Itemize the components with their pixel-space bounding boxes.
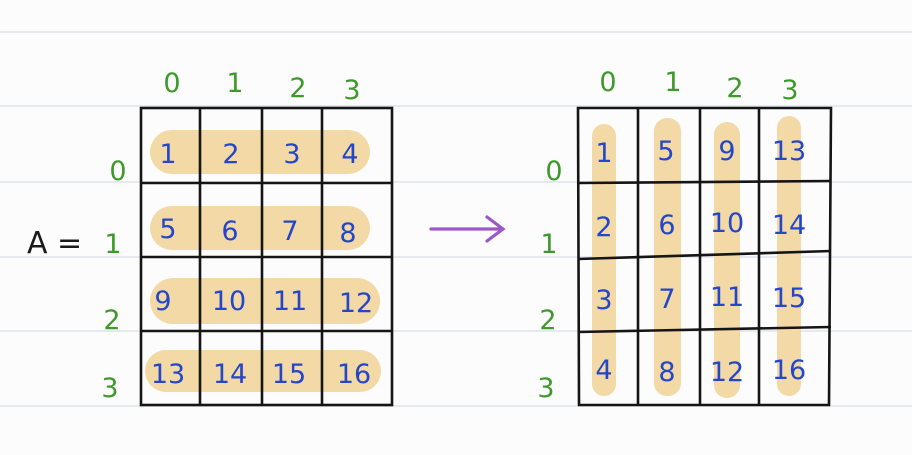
matrix-cell: 10 [212, 286, 246, 317]
row-index: 2 [539, 305, 556, 336]
grid-row-line [577, 179, 832, 185]
matrix-cell: 6 [221, 216, 238, 247]
arrow-head [485, 215, 506, 243]
transpose-arrow [429, 215, 506, 243]
matrix-cell: 6 [658, 210, 675, 241]
column-highlight [592, 124, 616, 396]
left-column-indices: 0 1 2 3 [163, 68, 360, 106]
matrix-label: A = [27, 226, 82, 261]
row-index: 0 [545, 156, 562, 187]
matrix-cell: 12 [339, 288, 373, 319]
matrix-cell: 7 [281, 216, 298, 247]
left-row-indices: 0 1 2 3 [101, 156, 126, 404]
row-highlight [150, 130, 370, 174]
matrix-cell: 2 [595, 212, 612, 243]
right-grid [576, 106, 833, 407]
matrix-cell: 8 [658, 357, 675, 388]
column-index: 1 [226, 68, 243, 99]
matrix-cell: 10 [710, 208, 744, 239]
grid-row-line [577, 249, 832, 261]
row-index: 1 [104, 229, 121, 260]
column-index: 1 [664, 67, 681, 98]
row-index: 3 [101, 373, 118, 404]
matrix-cell: 1 [159, 139, 176, 170]
right-row-indices: 0 1 2 3 [537, 156, 562, 404]
row-index: 1 [540, 229, 557, 260]
matrix-cell: 3 [595, 285, 612, 316]
row-index: 0 [109, 156, 126, 187]
matrix-cell: 4 [341, 139, 358, 170]
left-cells: 1 2 3 4 5 6 7 8 9 10 11 12 13 14 15 16 [151, 139, 373, 390]
matrix-cell: 12 [710, 357, 744, 388]
row-highlight [150, 206, 370, 250]
grid-row-line [577, 325, 832, 334]
column-index: 3 [343, 75, 360, 106]
matrix-cell: 16 [337, 359, 371, 390]
matrix-cell: 11 [710, 282, 744, 313]
matrix-cell: 5 [657, 136, 674, 167]
matrix-cell: 2 [222, 139, 239, 170]
matrix-cell: 14 [772, 210, 806, 241]
right-cells: 1 5 9 13 2 6 10 14 3 7 11 15 4 8 12 16 [595, 136, 806, 388]
matrix-cell: 9 [718, 136, 735, 167]
left-matrix: 0 1 2 3 0 1 2 3 1 2 3 4 5 6 7 8 9 [101, 68, 394, 407]
right-column-indices: 0 1 2 3 [599, 67, 798, 106]
matrix-cell: 5 [159, 214, 176, 245]
column-index: 3 [781, 75, 798, 106]
column-index: 2 [726, 73, 743, 104]
column-index: 2 [289, 73, 306, 104]
matrix-cell: 14 [213, 359, 247, 390]
row-index: 2 [103, 305, 120, 336]
matrix-cell: 13 [772, 136, 806, 167]
matrix-cell: 9 [154, 286, 171, 317]
matrix-cell: 4 [595, 355, 612, 386]
column-index: 0 [599, 67, 616, 98]
grid-border [576, 106, 833, 407]
left-grid [139, 106, 394, 407]
column-index: 0 [163, 68, 180, 99]
matrix-cell: 16 [772, 355, 806, 386]
matrix-cell: 8 [339, 218, 356, 249]
right-matrix: 0 1 2 3 0 1 2 3 1 5 9 13 2 6 10 14 3 [537, 67, 833, 407]
matrix-cell: 15 [772, 283, 806, 314]
row-index: 3 [537, 373, 554, 404]
matrix-cell: 7 [658, 284, 675, 315]
matrix-cell: 3 [283, 139, 300, 170]
matrix-cell: 1 [595, 138, 612, 169]
column-highlight [777, 116, 801, 396]
matrix-cell: 15 [272, 359, 306, 390]
matrix-cell: 13 [151, 359, 185, 390]
matrix-cell: 11 [273, 286, 307, 317]
